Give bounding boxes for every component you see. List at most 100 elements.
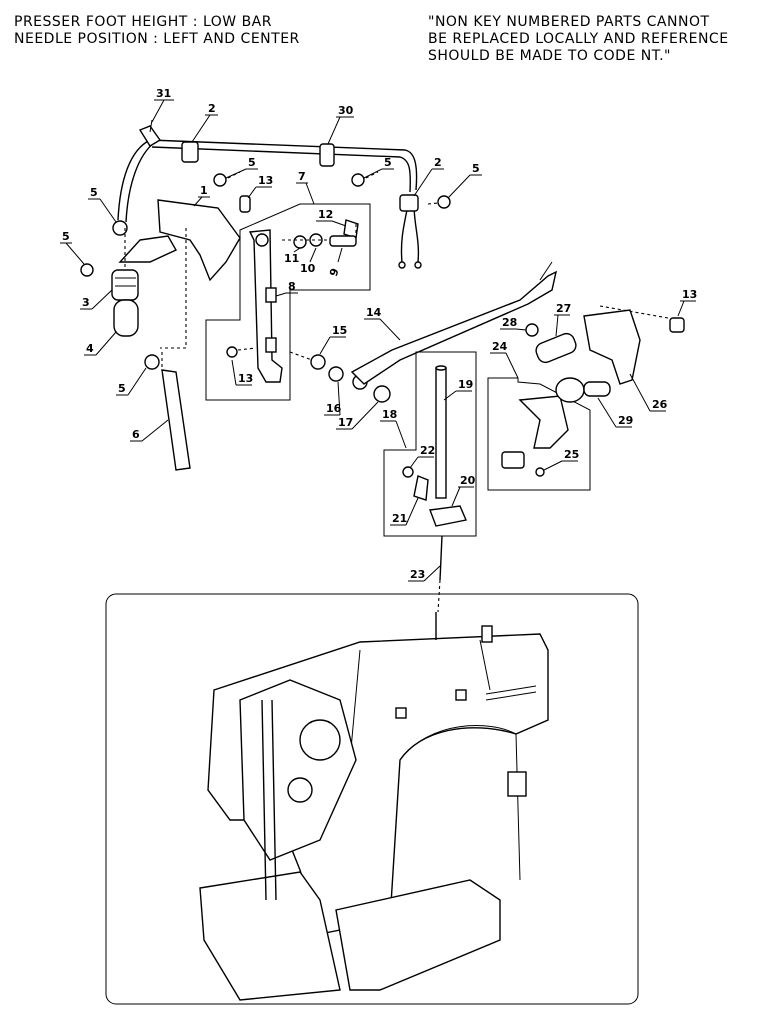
part-label-13b: 13	[231, 359, 253, 386]
needle-bar-frame-8	[248, 229, 283, 383]
part-label-10: 10	[300, 247, 317, 275]
svg-text:24: 24	[492, 340, 508, 353]
header-right-notes: "NON KEY NUMBERED PARTS CANNOT BE REPLAC…	[428, 14, 729, 65]
svg-text:26: 26	[652, 398, 668, 411]
part-label-9: 9	[327, 247, 343, 279]
svg-text:31: 31	[156, 87, 171, 100]
svg-text:2: 2	[434, 156, 442, 169]
lamp-socket-3	[111, 269, 139, 301]
part-label-5b: 5	[225, 156, 258, 179]
thread-spindle-icon	[435, 612, 493, 643]
svg-text:5: 5	[90, 186, 98, 199]
wire-clip-31	[138, 119, 162, 147]
wire-clamp-2-right	[399, 194, 419, 212]
needle-bar-frame-group-box	[205, 203, 371, 401]
svg-text:15: 15	[332, 324, 347, 337]
part-label-23: 23	[408, 565, 441, 582]
svg-text:13: 13	[258, 174, 273, 187]
cam-26	[583, 305, 669, 385]
part-label-13a: 13	[247, 174, 273, 199]
needle-23	[437, 535, 443, 613]
svg-text:10: 10	[300, 262, 316, 275]
svg-text:1: 1	[200, 184, 208, 197]
svg-text:8: 8	[288, 280, 296, 293]
replacement-note-line1: "NON KEY NUMBERED PARTS CANNOT	[428, 14, 710, 30]
part-label-13c: 13	[677, 288, 697, 317]
part-label-15: 15	[319, 324, 347, 355]
part-label-8: 8	[275, 280, 298, 297]
svg-text:22: 22	[420, 444, 435, 457]
svg-text:16: 16	[326, 402, 342, 415]
part-label-18: 18	[380, 408, 407, 449]
shaft-27	[535, 332, 577, 364]
header-left-notes: PRESSER FOOT HEIGHT : LOW BAR NEEDLE POS…	[14, 14, 300, 48]
washers-15-16-17	[289, 351, 391, 403]
lamp-bulb-4	[113, 228, 139, 337]
svg-text:5: 5	[472, 162, 480, 175]
replacement-note-line2: BE REPLACED LOCALLY AND REFERENCE	[428, 31, 729, 47]
part-label-2a: 2	[191, 102, 218, 143]
part-label-21: 21	[390, 497, 419, 526]
svg-text:4: 4	[86, 342, 94, 355]
svg-text:5: 5	[384, 156, 392, 169]
link-assembly-24	[501, 395, 569, 477]
group-18-box	[383, 351, 477, 537]
svg-text:5: 5	[118, 382, 126, 395]
part-label-6: 6	[130, 419, 169, 442]
part-label-28: 28	[500, 316, 527, 331]
part-label-20: 20	[451, 474, 476, 507]
wire-clamp-2-left	[181, 141, 199, 163]
svg-text:9: 9	[327, 267, 342, 279]
part-label-22: 22	[409, 444, 435, 469]
part-label-1: 1	[193, 184, 210, 207]
part-label-3: 3	[80, 289, 113, 310]
svg-text:19: 19	[458, 378, 473, 391]
needle-bar-19	[435, 365, 447, 499]
svg-text:6: 6	[132, 428, 140, 441]
spring-28	[525, 323, 539, 337]
replacement-note-line3: SHOULD BE MADE TO CODE NT."	[428, 48, 671, 64]
part-label-30: 30	[327, 104, 354, 145]
part-label-14: 14	[364, 306, 401, 341]
screw-13-bottom	[226, 346, 257, 358]
screw-13-right	[669, 317, 685, 333]
part-label-24: 24	[490, 340, 519, 379]
wire-clamp-30	[319, 143, 335, 167]
svg-text:11: 11	[284, 252, 299, 265]
part-label-5d: 5	[447, 162, 482, 199]
part-label-31: 31	[151, 87, 174, 123]
svg-text:3: 3	[82, 296, 90, 309]
svg-text:28: 28	[502, 316, 517, 329]
part-label-5e: 5	[60, 230, 85, 265]
svg-text:18: 18	[382, 408, 397, 421]
needle-position-note: NEEDLE POSITION : LEFT AND CENTER	[14, 31, 300, 47]
screw-icon	[80, 171, 451, 370]
part-label-25: 25	[543, 448, 579, 471]
presser-foot-height-note: PRESSER FOOT HEIGHT : LOW BAR	[14, 14, 272, 30]
svg-text:7: 7	[298, 170, 306, 183]
svg-text:25: 25	[564, 448, 579, 461]
machine-head-mechanism	[239, 679, 357, 901]
part-label-19: 19	[443, 378, 473, 401]
svg-text:5: 5	[62, 230, 70, 243]
svg-text:23: 23	[410, 568, 425, 581]
svg-text:2: 2	[208, 102, 216, 115]
part-label-5a: 5	[88, 186, 117, 223]
part-label-7: 7	[296, 170, 315, 205]
svg-text:12: 12	[318, 208, 333, 221]
svg-text:13: 13	[682, 288, 697, 301]
part-label-4: 4	[84, 331, 117, 356]
presser-bar-6	[161, 352, 191, 471]
part-label-5c: 5	[363, 156, 394, 179]
svg-text:27: 27	[556, 302, 571, 315]
parts-20-21-22	[402, 466, 467, 527]
part-label-16: 16	[324, 381, 342, 416]
part-label-17: 17	[336, 401, 379, 430]
part-label-12: 12	[316, 208, 347, 227]
part-label-29: 29	[597, 397, 633, 428]
part-label-26: 26	[629, 373, 668, 412]
svg-text:30: 30	[338, 104, 354, 117]
svg-text:5: 5	[248, 156, 256, 169]
part-label-27: 27	[554, 302, 571, 337]
